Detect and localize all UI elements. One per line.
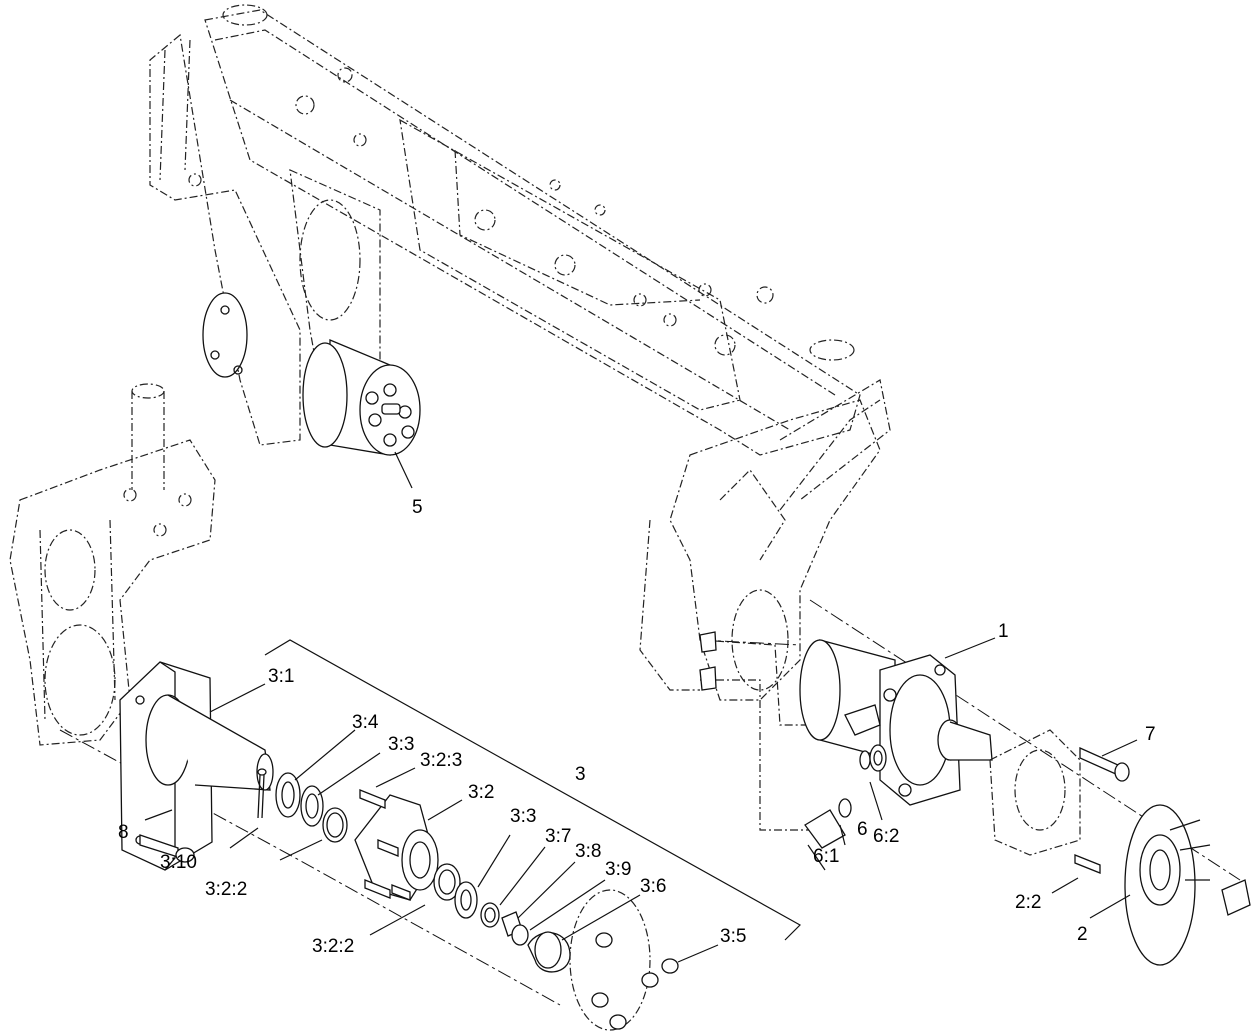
hydraulic-fittings <box>699 631 887 849</box>
group-3-bracket <box>264 639 801 941</box>
wheel-motor-rear <box>202 292 421 456</box>
callout-3-2: 3:2 <box>468 782 494 803</box>
hub-assembly-right <box>1074 804 1251 966</box>
callout-3-1: 3:1 <box>268 666 294 687</box>
wheel-rim-phantom <box>569 889 679 1031</box>
spindle-flange <box>119 661 274 871</box>
callout-3-5: 3:5 <box>720 926 746 947</box>
callout-3-2-2-b: 3:2:2 <box>312 936 354 957</box>
inner-bearing-set <box>275 772 348 843</box>
wheel-hub <box>354 789 461 901</box>
callout-3-3-b: 3:3 <box>510 806 536 827</box>
assembly-axes <box>59 599 1241 1006</box>
callout-6-1: 6:1 <box>813 846 839 867</box>
callout-1: 1 <box>998 621 1009 642</box>
flange-bolt <box>139 834 195 863</box>
callout-7: 7 <box>1145 724 1156 745</box>
callout-labels: 5 1 7 6:2 6 6:1 2:2 2 3:1 3:4 3:3 3:2:3 … <box>118 497 1156 957</box>
callout-2: 2 <box>1077 924 1088 945</box>
callout-3-10: 3:10 <box>160 852 197 873</box>
cotter-pin <box>257 768 267 819</box>
callout-2-2: 2:2 <box>1015 892 1041 913</box>
callout-3-3-a: 3:3 <box>388 734 414 755</box>
callout-8: 8 <box>118 822 129 843</box>
outer-bearing-set <box>454 881 571 973</box>
callout-3-2-2-a: 3:2:2 <box>205 879 247 900</box>
callout-3-8: 3:8 <box>575 841 601 862</box>
axle-frame-phantom <box>9 4 891 831</box>
callout-3-2-3: 3:2:3 <box>420 750 462 771</box>
callout-3-9: 3:9 <box>605 859 631 880</box>
callout-6: 6 <box>857 819 868 840</box>
callout-5: 5 <box>412 497 423 518</box>
callout-6-2: 6:2 <box>873 826 899 847</box>
leader-lines <box>144 451 1138 963</box>
callout-3-4: 3:4 <box>352 712 379 733</box>
callout-3-7: 3:7 <box>545 826 571 847</box>
callout-3-6: 3:6 <box>640 876 666 897</box>
adapter-plate-phantom <box>989 729 1130 856</box>
wheel-motor-right <box>799 639 993 806</box>
callout-3: 3 <box>575 764 586 785</box>
